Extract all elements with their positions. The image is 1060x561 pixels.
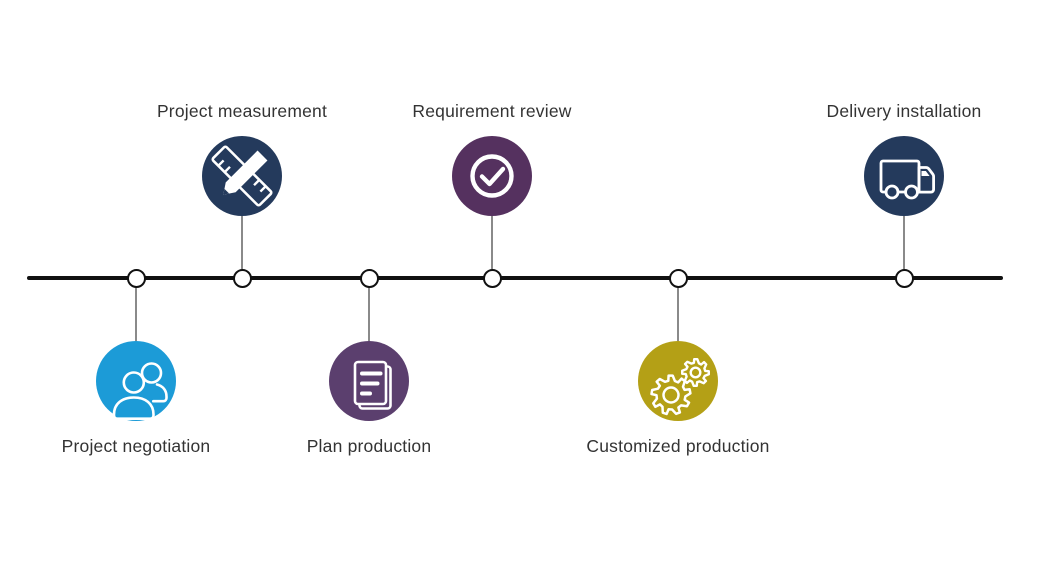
step-bubble — [452, 136, 532, 216]
timeline-node — [482, 268, 502, 288]
step-label: Requirement review — [412, 101, 572, 121]
step-bubble — [96, 341, 176, 421]
timeline-node — [668, 268, 688, 288]
timeline-node — [232, 268, 252, 288]
connector-line — [491, 216, 493, 269]
documents-icon — [353, 360, 392, 410]
step-bubble — [202, 136, 282, 216]
step-project-negotiation: Project negotiation — [16, 287, 256, 457]
step-project-measurement: Project measurement — [122, 100, 362, 269]
step-bubble — [329, 341, 409, 421]
step-label: Customized production — [586, 436, 770, 456]
step-bubble — [638, 341, 718, 421]
timeline-node — [359, 268, 379, 288]
step-requirement-review: Requirement review — [372, 100, 612, 269]
people-icon — [112, 362, 168, 420]
timeline-node — [126, 268, 146, 288]
step-customized-production: Customized production — [558, 287, 798, 457]
timeline-node — [894, 268, 914, 288]
timeline-line — [27, 276, 1003, 280]
step-delivery-installation: Delivery installation — [784, 100, 1024, 269]
gears-icon — [650, 358, 710, 416]
connector-line — [241, 216, 243, 269]
step-plan-production: Plan production — [249, 287, 489, 457]
step-label: Project measurement — [156, 101, 328, 121]
check-circle-icon — [470, 154, 514, 198]
step-label: Project negotiation — [61, 436, 211, 456]
truck-icon — [879, 159, 935, 200]
connector-line — [677, 287, 679, 341]
connector-line — [368, 287, 370, 341]
connector-line — [135, 287, 137, 341]
step-bubble — [864, 136, 944, 216]
ruler-pencil-icon — [211, 145, 273, 207]
connector-line — [903, 216, 905, 269]
step-label: Delivery installation — [826, 101, 982, 121]
step-label: Plan production — [306, 436, 432, 456]
